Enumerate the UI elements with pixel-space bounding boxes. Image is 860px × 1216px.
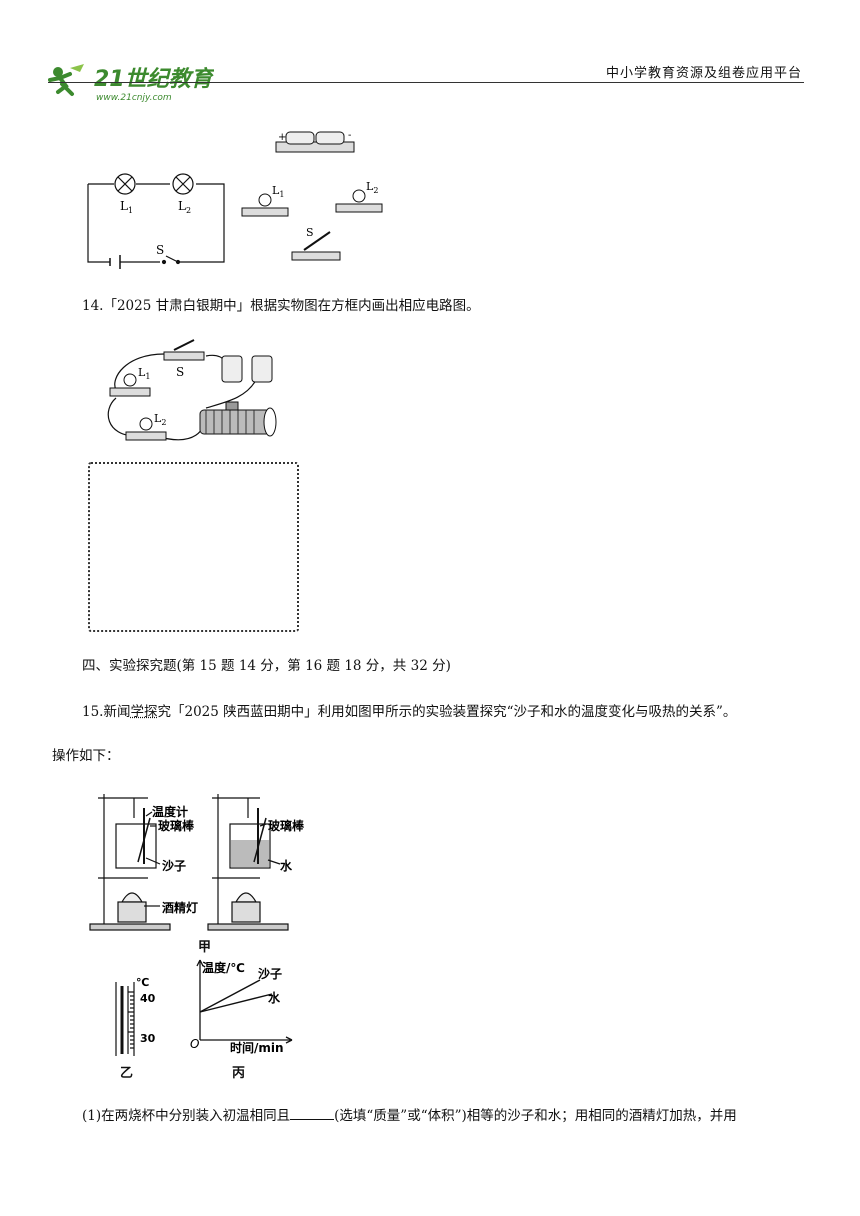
caption-bing: 丙 (232, 1066, 246, 1081)
bulb-L1-q14: L1 (109, 366, 151, 397)
svg-text:S: S (306, 226, 314, 239)
svg-text:酒精灯: 酒精灯 (162, 900, 198, 915)
circuit-diagram (87, 173, 225, 269)
svg-text:沙子: 沙子 (162, 859, 186, 873)
svg-text:水: 水 (268, 990, 281, 1005)
caption-jia: 甲 (198, 940, 212, 955)
runner-icon (48, 64, 84, 96)
svg-text:40: 40 (140, 992, 156, 1005)
fig-yi-thermometer: ℃ 40 30 (115, 976, 156, 1056)
svg-text:-: - (348, 130, 351, 141)
switch-pictorial: S (291, 226, 341, 261)
sand-line (199, 979, 261, 1013)
svg-text:L2: L2 (366, 180, 378, 195)
battery-cells-pictorial (221, 355, 273, 383)
q15-text: 15.新闻学探究「2025 陕西蓝田期中」利用如图甲所示的实验装置探究“沙子和水… (82, 704, 737, 720)
q13-figure: L1 L2 S + - L1 L2 S (87, 130, 383, 269)
answer-box[interactable] (88, 462, 299, 632)
label-S: S (156, 243, 164, 257)
q15-sub1: (1)在两烧杯中分别装入初温相同且(选填“质量”或“体积”)相等的沙子和水；用相… (82, 1107, 737, 1124)
bulb-L2-pictorial: L2 (335, 180, 383, 213)
label-L1: L1 (120, 199, 133, 215)
thermometer-ticks (128, 991, 134, 1049)
svg-text:+: + (278, 132, 286, 143)
svg-text:S: S (176, 365, 184, 379)
fill-blank[interactable] (290, 1107, 335, 1120)
svg-text:O: O (190, 1037, 199, 1051)
caption-yi: 乙 (120, 1066, 134, 1081)
fig-jia: 温度计 玻璃棒 沙子 酒精灯 玻璃棒 水 (89, 794, 305, 931)
rheostat-pictorial (199, 401, 277, 437)
water-line (199, 993, 273, 1013)
label-L2: L2 (178, 199, 191, 215)
svg-text:L1: L1 (272, 184, 284, 199)
svg-text:L1: L1 (138, 366, 150, 381)
svg-text:L2: L2 (154, 412, 166, 427)
logo-title: 21世纪教育 (94, 66, 214, 92)
header-divider (48, 82, 804, 83)
svg-text:水: 水 (280, 858, 293, 873)
svg-text:温度计: 温度计 (152, 804, 188, 819)
svg-text:温度/℃: 温度/℃ (202, 960, 245, 975)
logo: 21世纪教育 www.21cnjy.com (48, 64, 214, 103)
svg-text:玻璃棒: 玻璃棒 (268, 818, 305, 833)
bulb-L2-q14: L2 (125, 412, 167, 441)
svg-text:℃: ℃ (136, 976, 149, 989)
bulb-L1-pictorial: L1 (241, 184, 289, 217)
svg-text:玻璃棒: 玻璃棒 (158, 818, 195, 833)
section4-heading: 四、实验探究题(第 15 题 14 分，第 16 题 18 分，共 32 分) (82, 658, 451, 674)
q14-text: 14.「2025 甘肃白银期中」根据实物图在方框内画出相应电路图。 (82, 298, 480, 314)
logo-url: www.21cnjy.com (96, 93, 172, 103)
platform-name: 中小学教育资源及组卷应用平台 (605, 66, 802, 81)
svg-text:沙子: 沙子 (258, 967, 282, 981)
svg-text:30: 30 (140, 1032, 156, 1045)
fig-bing-graph: 温度/℃ 沙子 水 O 时间/min (190, 959, 293, 1055)
battery-pictorial: + - (275, 130, 355, 153)
q15-operation: 操作如下： (52, 748, 120, 764)
svg-text:时间/min: 时间/min (230, 1040, 284, 1055)
switch-S-pictorial: S (163, 339, 205, 379)
q14-figure: S L1 L2 (107, 339, 277, 441)
